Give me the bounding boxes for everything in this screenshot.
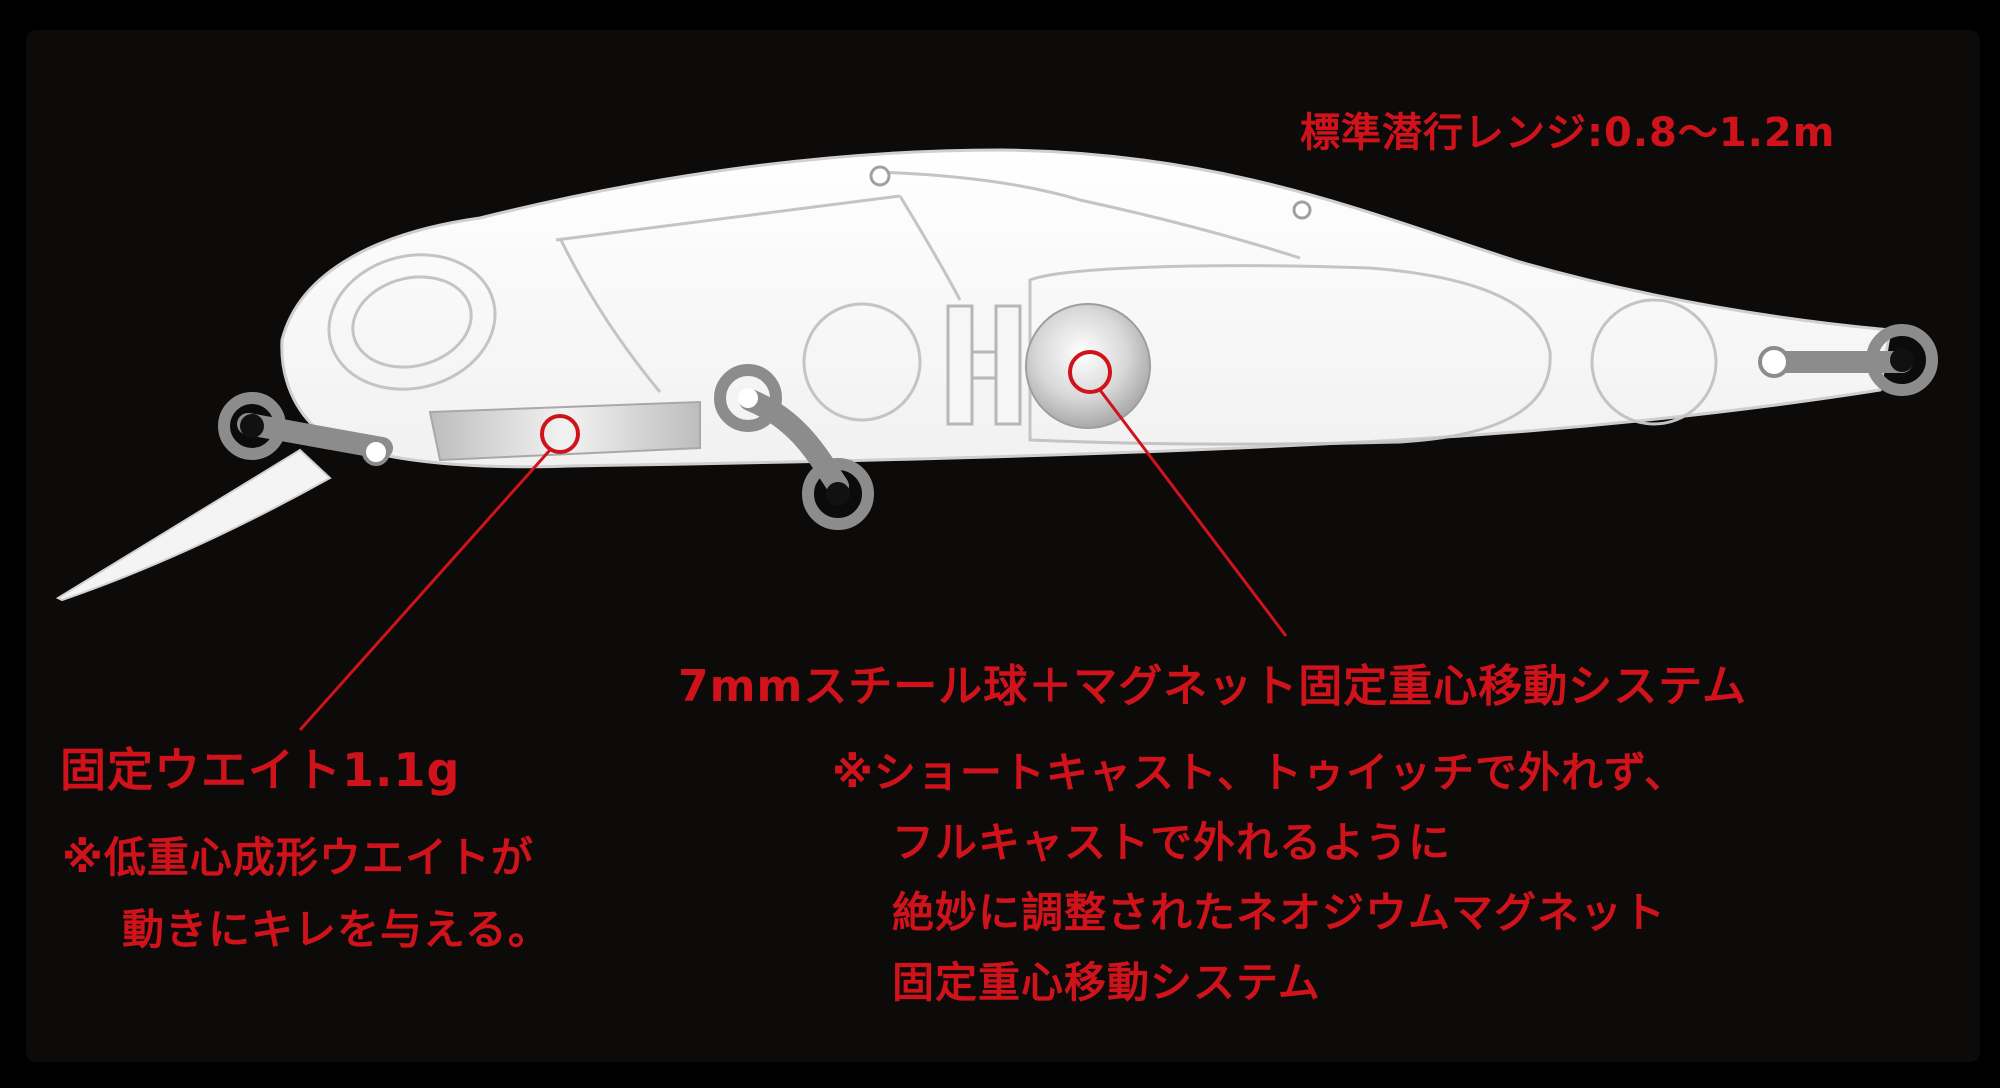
- fixed-weight-callout-title: 固定ウエイト1.1g: [60, 743, 461, 797]
- note-line: 動きにキレを与える。: [122, 905, 551, 954]
- steel-ball-callout-title: 7mmスチール球＋マグネット固定重心移動システム: [678, 661, 1747, 712]
- fixed-weight-marker: [540, 414, 580, 454]
- steel-ball-marker: [1068, 350, 1112, 394]
- fixed-weight-callout-note: ※低重心成形ウエイトが 動きにキレを与える。: [62, 822, 551, 966]
- note-line: 固定重心移動システム: [892, 958, 1321, 1007]
- note-line: フルキャストで外れるように: [892, 818, 1452, 867]
- note-line: ※ショートキャスト、トゥイッチで外れず、: [832, 748, 1688, 797]
- note-line: 絶妙に調整されたネオジウムマグネット: [892, 888, 1667, 937]
- rear-chamber: [1028, 264, 1552, 446]
- internal-structure: [327, 170, 1718, 446]
- rattle-chamber: [802, 302, 922, 422]
- steel-ball: [1025, 303, 1151, 429]
- diving-lip: [55, 448, 332, 602]
- line-tie: [218, 392, 393, 466]
- steel-ball-leader: [1098, 389, 1288, 637]
- fixed-weight-leader: [298, 449, 552, 731]
- eye-socket: [327, 253, 497, 391]
- callout-markers: [298, 350, 1288, 731]
- magnet-holder: [946, 304, 1022, 426]
- seam-pin-front: [869, 165, 891, 187]
- steel-ball-callout-note: ※ショートキャスト、トゥイッチで外れず、 フルキャストで外れるように 絶妙に調整…: [832, 738, 1687, 1018]
- belly-hook-hanger: [714, 364, 874, 530]
- eye-socket-inner: [351, 275, 473, 369]
- fixed-weight: [428, 400, 701, 462]
- seam-pin-rear: [1292, 200, 1312, 220]
- tail-chamber: [1590, 298, 1718, 426]
- swim-range-label: 標準潜行レンジ:0.8〜1.2m: [1300, 110, 1836, 156]
- rear-hook-hanger: [1758, 324, 1938, 396]
- note-line: ※低重心成形ウエイトが: [62, 833, 534, 882]
